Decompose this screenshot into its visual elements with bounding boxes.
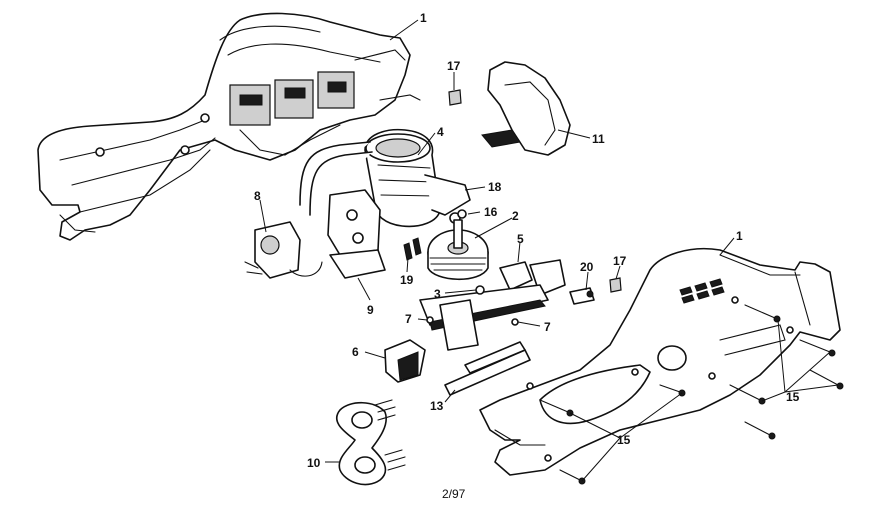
callout-17-mid: 17 [613, 254, 627, 268]
part-2-gear [427, 219, 489, 280]
callout-19: 19 [400, 273, 414, 287]
callout-1-top: 1 [420, 11, 427, 25]
callout-16: 16 [484, 205, 498, 219]
part-8-switch [244, 221, 323, 279]
callout-6: 6 [352, 345, 359, 359]
callout-9: 9 [367, 303, 374, 317]
callout-5: 5 [517, 232, 524, 246]
callout-13: 13 [430, 399, 444, 413]
callout-7-left: 7 [405, 312, 412, 326]
callout-15-right: 15 [786, 390, 800, 404]
callout-1-right: 1 [736, 229, 743, 243]
part-20-screw [569, 287, 595, 305]
callout-8: 8 [254, 189, 261, 203]
housing-half-right [479, 247, 841, 476]
callout-labels: 1 17 11 4 18 16 2 8 5 20 17 1 19 3 9 7 7… [254, 11, 800, 470]
callout-18: 18 [488, 180, 502, 194]
part-13-guide-bar [444, 341, 531, 396]
part-11-cover [481, 61, 571, 156]
callout-11: 11 [592, 132, 605, 146]
motor-assembly [299, 128, 471, 279]
callout-20: 20 [580, 260, 594, 274]
part-6-block [384, 339, 426, 383]
callout-17-top: 17 [447, 59, 461, 73]
callout-15-mid: 15 [617, 433, 631, 447]
part-5-plunger [419, 259, 566, 351]
part-10-clip [335, 399, 406, 486]
callout-10: 10 [307, 456, 321, 470]
callout-2: 2 [512, 209, 519, 223]
footer-code: 2/97 [442, 487, 466, 501]
leader-lines [259, 19, 839, 482]
housing-half-left [37, 12, 421, 241]
callout-7-right: 7 [544, 320, 551, 334]
callout-3: 3 [434, 287, 441, 301]
part-17-pad-mid [609, 277, 622, 293]
callout-4: 4 [437, 125, 444, 139]
part-15-screws [539, 304, 844, 485]
part-17-pad-top [448, 89, 462, 106]
